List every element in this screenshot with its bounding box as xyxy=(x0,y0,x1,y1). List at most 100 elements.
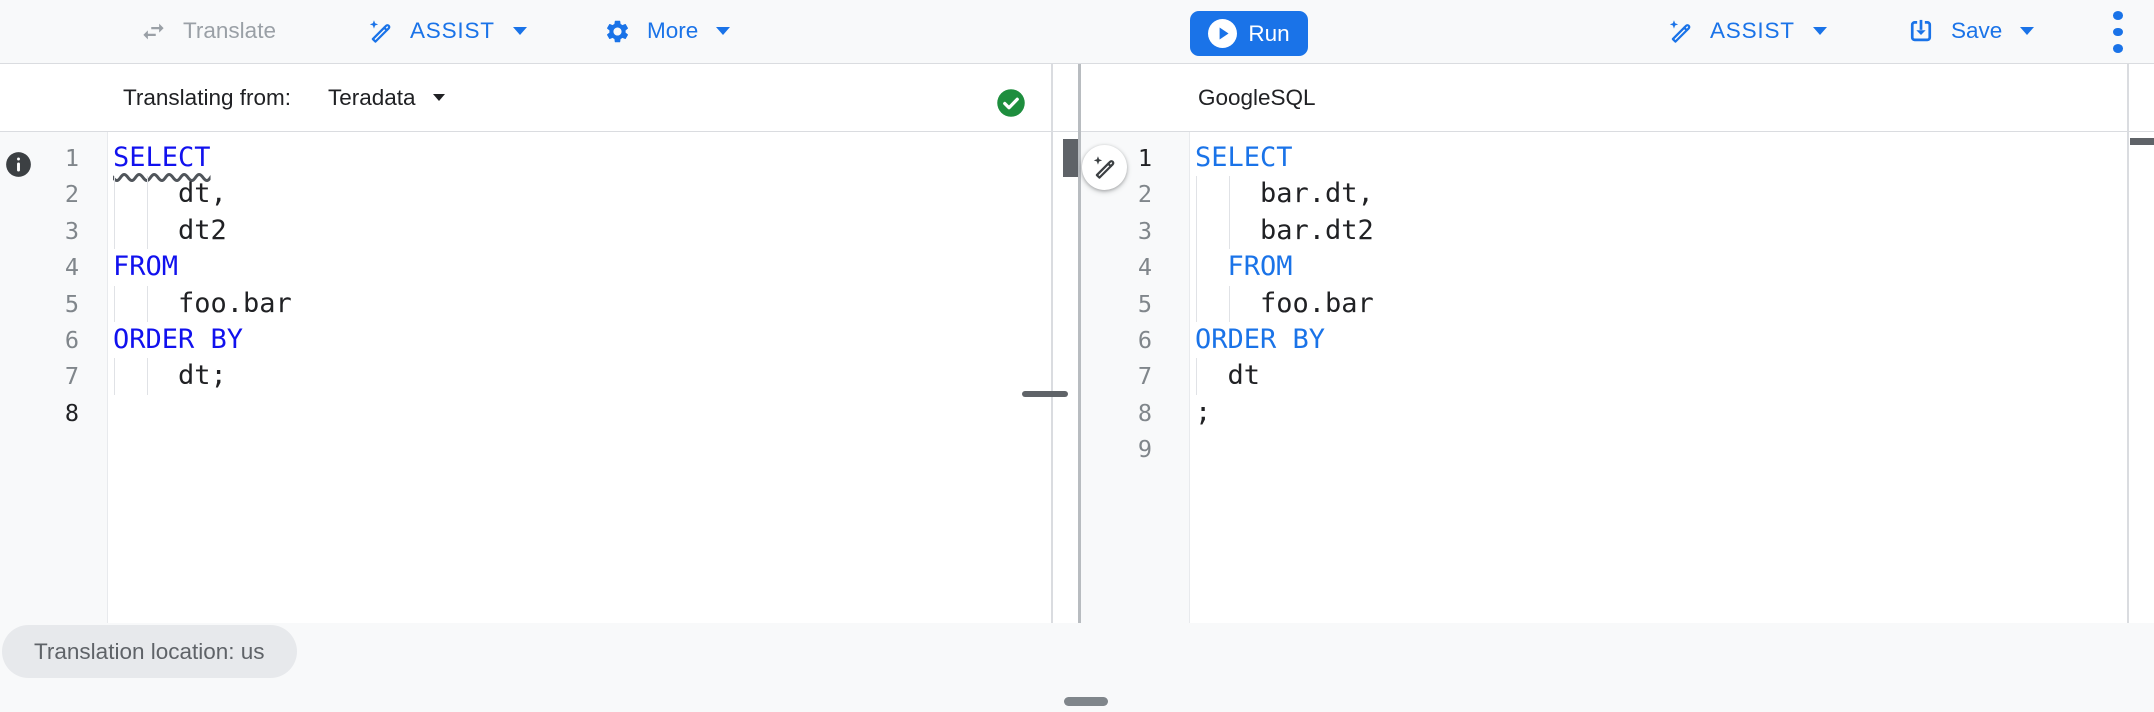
code-line: ORDER BY xyxy=(108,322,1051,358)
top-toolbar: Translate ASSIST More Run xyxy=(0,0,2154,64)
target-editor-gutter: 1 2 3 4 5 6 7 8 9 xyxy=(1080,132,1190,623)
line-number: 6 xyxy=(1137,325,1152,354)
sql-keyword: ORDER BY xyxy=(113,323,244,355)
indent-guide xyxy=(1228,285,1230,322)
line-number: 1 xyxy=(1137,144,1152,172)
more-button-label: More xyxy=(647,18,699,43)
left-editor-resize-handle[interactable] xyxy=(1022,391,1068,397)
sql-text: bar.dt, xyxy=(1195,178,1374,210)
indent-guide xyxy=(146,358,148,395)
source-panel-header: Translating from: Teradata xyxy=(0,64,1078,132)
assist-right-button[interactable]: ASSIST xyxy=(1667,0,1827,62)
line-number: 3 xyxy=(64,216,79,245)
indent-guide xyxy=(1196,358,1197,395)
sql-text: bar.dt2 xyxy=(1195,214,1374,246)
code-line: bar.dt2 xyxy=(1190,212,2127,250)
more-button[interactable]: More xyxy=(604,0,731,62)
chevron-down-icon xyxy=(512,27,527,35)
code-line: foo.bar xyxy=(108,285,1051,322)
save-icon xyxy=(1907,17,1935,45)
sql-keyword: SELECT xyxy=(113,142,211,173)
save-button[interactable]: Save xyxy=(1907,0,2035,62)
indent-guide xyxy=(1196,176,1197,213)
assist-right-label: ASSIST xyxy=(1710,18,1795,43)
indent-guide xyxy=(114,358,115,395)
line-number: 4 xyxy=(1137,253,1152,282)
gear-icon xyxy=(604,18,631,45)
code-line: dt; xyxy=(108,358,1051,395)
indent-guide xyxy=(146,176,148,213)
panel-divider[interactable] xyxy=(1078,64,1081,623)
indent-guide xyxy=(114,176,115,213)
indent-guide xyxy=(1196,212,1197,250)
sql-keyword: FROM xyxy=(1195,251,1293,283)
chevron-down-icon xyxy=(432,94,445,101)
line-number: 5 xyxy=(64,289,79,318)
code-line: dt, xyxy=(108,176,1051,213)
target-panel-header: GoogleSQL xyxy=(1080,64,2154,132)
code-line: FROM xyxy=(108,249,1051,285)
translation-location-chip: Translation location: us xyxy=(2,625,297,678)
kebab-menu-icon xyxy=(2113,11,2123,20)
source-dialect-dropdown[interactable]: Teradata xyxy=(328,85,445,111)
left-editor-scrollbar-thumb[interactable] xyxy=(1063,139,1078,177)
chevron-down-icon xyxy=(716,27,731,35)
indent-guide xyxy=(1196,285,1197,322)
translate-button[interactable]: Translate xyxy=(140,0,276,62)
line-number: 5 xyxy=(1137,289,1152,318)
line-number: 3 xyxy=(1137,216,1152,245)
line-number: 4 xyxy=(64,253,79,282)
code-line: dt2 xyxy=(108,212,1051,250)
code-line: FROM xyxy=(1190,249,2127,286)
indent-guide xyxy=(146,212,148,250)
line-number: 2 xyxy=(64,180,79,209)
assist-floating-button[interactable] xyxy=(1082,145,1127,190)
line-number: 8 xyxy=(1137,398,1152,427)
vertical-split-drag-handle[interactable] xyxy=(1064,697,1108,706)
chevron-down-icon xyxy=(1812,27,1827,35)
right-scrollbar-track-border xyxy=(2127,64,2129,623)
target-dialect-label: GoogleSQL xyxy=(1198,84,1316,110)
sql-text: foo.bar xyxy=(1195,287,1374,319)
code-line: bar.dt, xyxy=(1190,176,2127,213)
sql-keyword: ORDER BY xyxy=(1195,323,1326,355)
overflow-menu-button[interactable] xyxy=(2100,11,2136,54)
check-circle-icon xyxy=(996,88,1026,124)
line-number: 9 xyxy=(1137,435,1152,464)
translate-button-label: Translate xyxy=(183,18,276,43)
sql-text: dt; xyxy=(113,360,227,392)
line-number: 8 xyxy=(64,398,79,427)
save-button-label: Save xyxy=(1951,18,2003,43)
assist-left-label: ASSIST xyxy=(410,18,495,43)
swap-horizontal-arrows-icon xyxy=(140,18,167,45)
magic-wand-icon xyxy=(1667,18,1694,45)
indent-guide xyxy=(1196,249,1197,286)
sql-text: foo.bar xyxy=(113,287,292,319)
line-number: 1 xyxy=(64,144,79,172)
assist-left-button[interactable]: ASSIST xyxy=(367,0,527,62)
run-button[interactable]: Run xyxy=(1190,11,1308,56)
target-sql-editor[interactable]: 1 2 3 4 5 6 7 8 9 SELECT bar.dt, bar.dt2 FROM fo… xyxy=(1080,132,2154,623)
code-line: foo.bar xyxy=(1190,285,2127,322)
line-number: 7 xyxy=(64,362,79,391)
right-editor-scrollbar-thumb[interactable] xyxy=(2130,138,2154,145)
translating-from-label: Translating from: xyxy=(123,84,291,110)
chevron-down-icon xyxy=(2020,27,2035,35)
indent-guide xyxy=(114,212,115,250)
code-line: dt xyxy=(1190,358,2127,395)
play-circle-icon xyxy=(1208,19,1238,48)
magic-wand-icon xyxy=(367,18,394,45)
code-line: SELECT xyxy=(1190,140,2127,176)
code-line: ; xyxy=(1190,395,2127,431)
indent-guide xyxy=(114,285,115,322)
indent-guide xyxy=(1228,176,1230,213)
line-number: 7 xyxy=(1137,362,1152,391)
left-scrollbar-track-border xyxy=(1051,64,1053,623)
code-line: ORDER BY xyxy=(1190,322,2127,358)
info-icon[interactable] xyxy=(5,151,32,178)
line-number: 2 xyxy=(1137,180,1152,209)
